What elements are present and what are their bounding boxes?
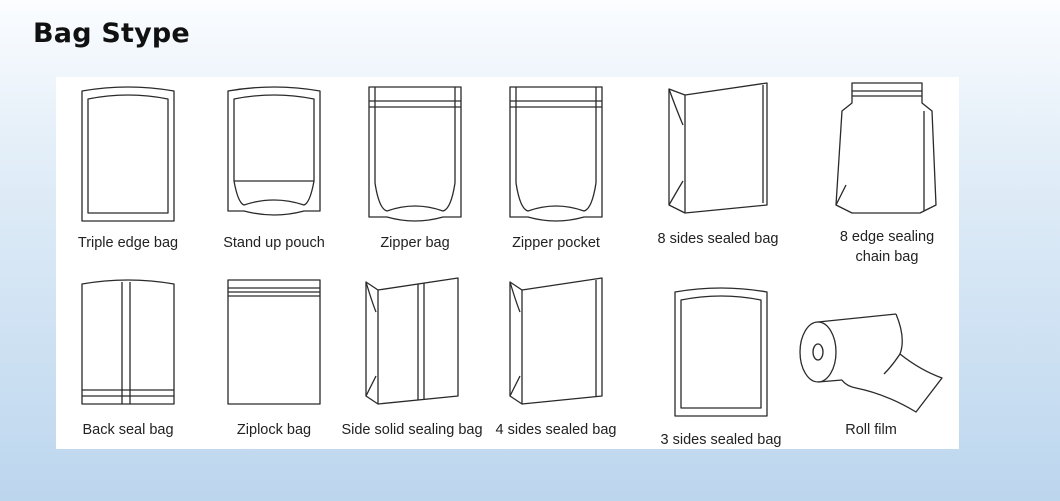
bag-item-stand-up-pouch: Stand up pouch [199,85,349,253]
bag-item-roll-film: Roll film [796,308,946,440]
bag-label: Zipper pocket [512,235,600,251]
bag-item-zipper-pocket: Zipper pocket [481,85,631,253]
bag-item-zipper-bag: Zipper bag [340,85,490,253]
bag-label: Zipper bag [380,235,450,251]
stand-up-pouch-icon [227,86,321,216]
bag-item-8-sides-sealed: 8 sides sealed bag [643,81,793,249]
roll-film-icon [799,313,943,413]
bag-label: 8 sides sealed bag [657,231,779,247]
bag-item-4-sides-sealed: 4 sides sealed bag [481,276,631,440]
bag-item-3-sides-sealed: 3 sides sealed bag [646,286,796,450]
bag-label: 4 sides sealed bag [495,422,617,438]
bag-item-triple-edge: Triple edge bag [53,85,203,253]
triple-edge-bag-icon [81,86,175,222]
bag-types-panel: Triple edge bag Stand up pouch Zipper ba… [56,77,959,449]
eight-sides-sealed-bag-icon [668,82,768,214]
bag-label: 8 edge sealing chain bag [839,229,935,265]
page-title: Bag Stype [33,18,190,49]
bag-item-back-seal: Back seal bag [53,278,203,440]
four-sides-sealed-bag-icon [509,277,603,405]
bag-label: Roll film [845,422,897,438]
side-solid-sealing-bag-icon [365,277,459,405]
back-seal-bag-icon [81,279,175,405]
bag-label: Stand up pouch [223,235,325,251]
zipper-bag-icon [368,86,462,222]
bag-item-side-solid: Side solid sealing bag [337,276,487,440]
ziplock-bag-icon [227,279,321,405]
bag-label: Side solid sealing bag [341,422,483,438]
zipper-pocket-icon [509,86,603,222]
bag-label: Ziplock bag [236,422,312,438]
bag-label: Back seal bag [82,422,174,438]
bag-label: 3 sides sealed bag [660,432,782,448]
bag-item-8-edge-chain: 8 edge sealing chain bag [812,81,962,267]
bag-item-ziplock: Ziplock bag [199,278,349,440]
three-sides-sealed-bag-icon [674,287,768,417]
bag-label: Triple edge bag [77,235,179,251]
eight-edge-chain-bag-icon [835,82,937,214]
